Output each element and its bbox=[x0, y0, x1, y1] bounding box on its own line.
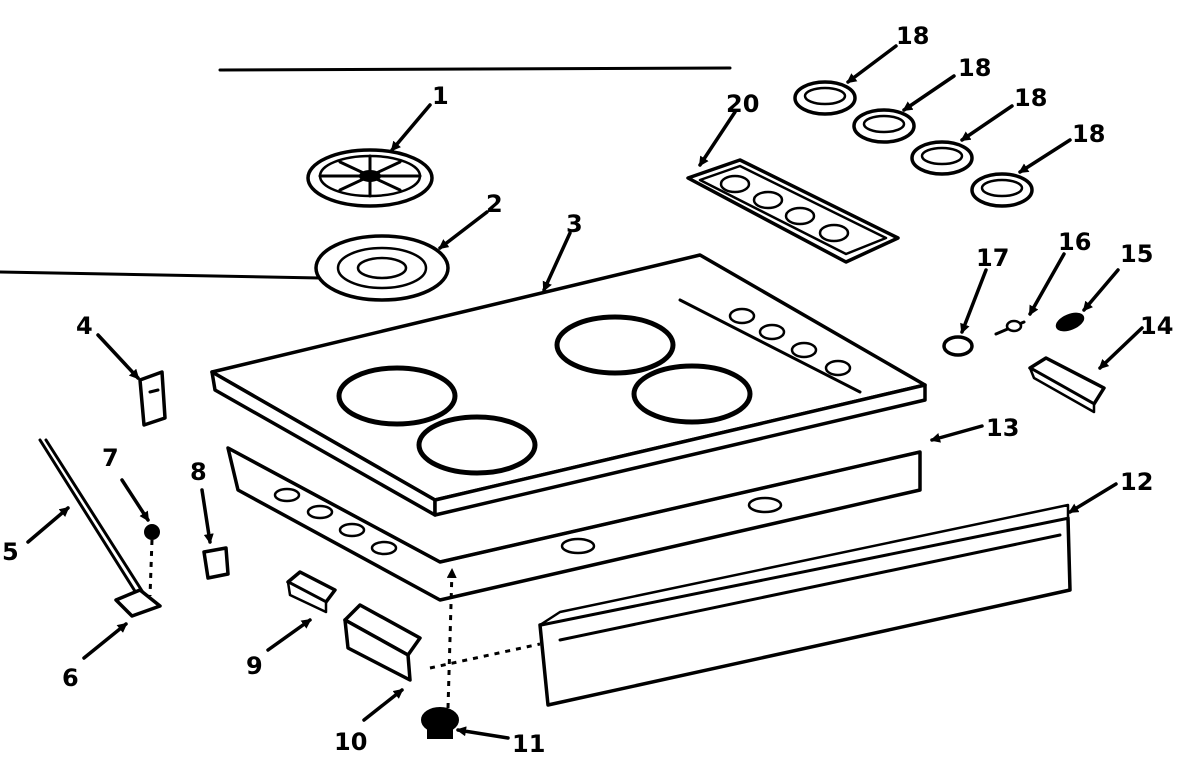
part-10-support-bracket bbox=[343, 603, 422, 682]
arrow-16 bbox=[1028, 252, 1066, 316]
part-13-burner-box bbox=[226, 446, 922, 602]
arrow-3 bbox=[542, 231, 572, 292]
callout-20: 20 bbox=[726, 90, 759, 118]
part-15-screw bbox=[1055, 312, 1085, 332]
scan-line-top bbox=[218, 66, 732, 72]
part-12-control-panel-front bbox=[538, 503, 1072, 707]
part-20-control-panel-insert bbox=[686, 158, 900, 264]
arrow-9 bbox=[266, 618, 312, 652]
arrow-5 bbox=[26, 506, 70, 544]
arrow-18c bbox=[960, 104, 1014, 142]
callout-16: 16 bbox=[1058, 228, 1091, 256]
dashed-leader-11 bbox=[446, 568, 457, 709]
arrow-1 bbox=[390, 103, 432, 152]
part-7-screw bbox=[144, 524, 160, 540]
arrow-18a bbox=[846, 44, 898, 84]
callout-17: 17 bbox=[976, 244, 1009, 272]
callout-13: 13 bbox=[986, 414, 1019, 442]
part-2-drip-pan bbox=[314, 234, 450, 302]
part-6-mount bbox=[114, 588, 162, 618]
arrow-7 bbox=[120, 478, 150, 522]
arrow-6 bbox=[82, 622, 128, 660]
part-18-knob-d bbox=[970, 172, 1034, 208]
callout-18d: 18 bbox=[1072, 120, 1105, 148]
part-9-clip bbox=[286, 570, 337, 614]
part-8-clip bbox=[202, 546, 230, 580]
dashed-leader-10 bbox=[429, 642, 541, 670]
part-11-foot bbox=[421, 707, 459, 739]
part-5-rod bbox=[38, 438, 146, 598]
arrow-18b bbox=[902, 74, 956, 112]
arrow-4 bbox=[96, 333, 140, 380]
arrow-18d bbox=[1018, 138, 1072, 174]
callout-2: 2 bbox=[486, 190, 503, 218]
callout-18a: 18 bbox=[896, 22, 929, 50]
callout-9: 9 bbox=[246, 652, 263, 680]
arrow-11 bbox=[456, 726, 510, 740]
arrow-20 bbox=[698, 110, 737, 167]
part-1-burner-grate bbox=[306, 148, 434, 208]
arrow-14 bbox=[1098, 326, 1144, 370]
callout-6: 6 bbox=[62, 664, 79, 692]
arrow-2 bbox=[438, 210, 489, 250]
arrow-15 bbox=[1082, 268, 1120, 312]
dashed-leader-7 bbox=[148, 539, 154, 597]
arrow-13 bbox=[930, 424, 984, 443]
callout-3: 3 bbox=[566, 210, 583, 238]
callout-14: 14 bbox=[1140, 312, 1173, 340]
part-4-bracket bbox=[138, 370, 167, 427]
arrow-17 bbox=[960, 268, 988, 334]
callout-11: 11 bbox=[512, 730, 545, 758]
arrow-8 bbox=[200, 488, 214, 544]
part-17-nut bbox=[942, 335, 974, 357]
part-14-bracket bbox=[1028, 356, 1106, 414]
scan-line-left bbox=[0, 270, 322, 280]
part-3-cooktop bbox=[210, 253, 927, 517]
callout-8: 8 bbox=[190, 458, 207, 486]
callout-7: 7 bbox=[102, 444, 119, 472]
callout-4: 4 bbox=[76, 312, 93, 340]
callout-12: 12 bbox=[1120, 468, 1153, 496]
part-16-screw bbox=[994, 319, 1026, 336]
part-18-knob-c bbox=[910, 140, 974, 176]
part-18-knob-b bbox=[852, 108, 916, 144]
arrow-10 bbox=[362, 688, 404, 722]
arrow-12 bbox=[1068, 482, 1118, 514]
callout-1: 1 bbox=[432, 82, 449, 110]
callout-18b: 18 bbox=[958, 54, 991, 82]
callout-5: 5 bbox=[2, 538, 19, 566]
callout-10: 10 bbox=[334, 728, 367, 756]
callout-18c: 18 bbox=[1014, 84, 1047, 112]
part-18-knob-a bbox=[793, 80, 857, 116]
callout-15: 15 bbox=[1120, 240, 1153, 268]
